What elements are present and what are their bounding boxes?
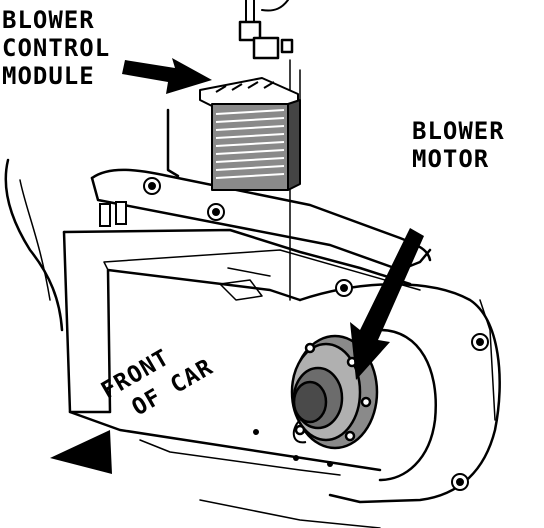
upper-housing (90, 176, 432, 272)
floor-line (139, 439, 341, 476)
wire-harness (261, 0, 289, 12)
access-slot (219, 279, 263, 301)
connector-lower (252, 36, 280, 60)
label-line: CONTROL (2, 34, 111, 62)
label-line: MODULE (2, 62, 95, 90)
blower-control-module-label: BLOWER CONTROL MODULE (2, 6, 110, 90)
label-line: MOTOR (412, 145, 490, 173)
connector-upper (238, 20, 262, 42)
small-holes (253, 429, 333, 467)
access-slot-2 (227, 267, 271, 277)
housing-front (62, 230, 302, 414)
connector-pin (280, 38, 294, 54)
body-panel-curve-2 (19, 179, 51, 301)
floor-line-2 (199, 499, 381, 528)
housing-top (62, 228, 412, 286)
motor-housing-front (479, 299, 496, 421)
label-line: BLOWER (2, 6, 95, 34)
label-line: BLOWER (412, 117, 505, 145)
motor-arrow (350, 228, 424, 380)
upper-housing-top (90, 168, 432, 262)
blower-motor-drawing (290, 334, 379, 450)
housing-inner (103, 249, 421, 291)
fasteners (99, 177, 489, 491)
firewall-wall (166, 108, 180, 178)
body-panel-curve (4, 158, 64, 332)
blower-motor-label: BLOWER MOTOR (412, 117, 505, 173)
motor-housing-side (378, 328, 437, 482)
front-arrow (50, 430, 112, 474)
blower-control-module-drawing (199, 77, 301, 191)
module-arrow (122, 58, 212, 94)
